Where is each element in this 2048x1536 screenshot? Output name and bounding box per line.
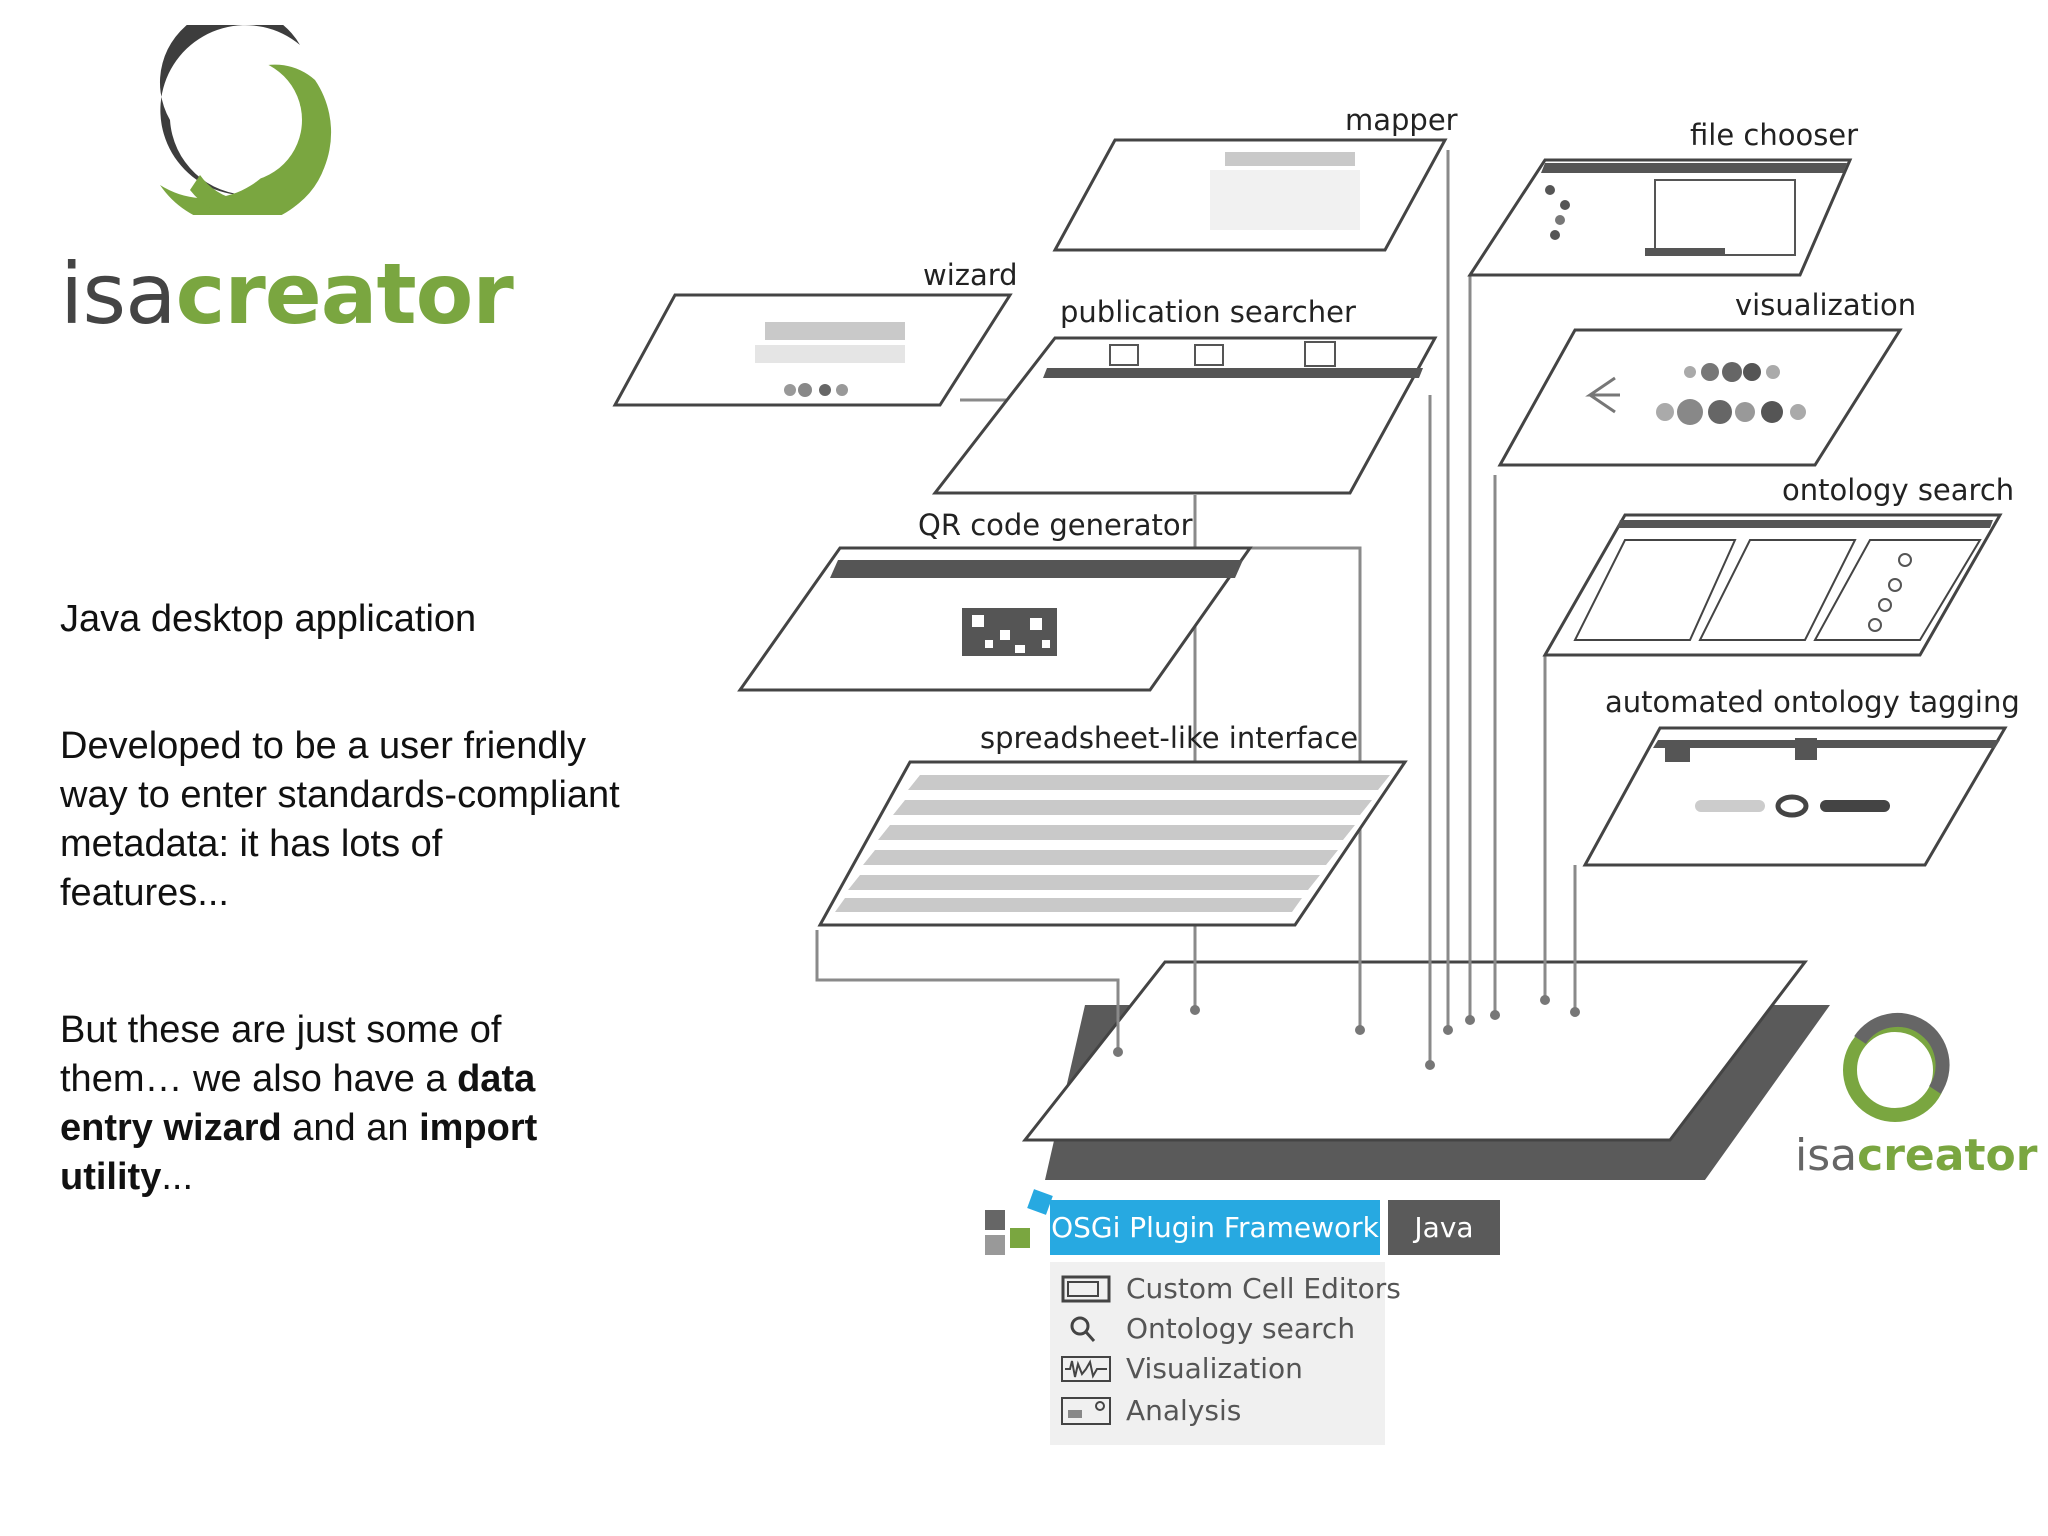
osgi-logo-icon — [985, 1189, 1053, 1255]
plugin-list: Custom Cell Editors Ontology search Visu… — [1050, 1262, 1401, 1445]
isacreator-logo-mark-small — [1843, 1012, 1950, 1122]
small-wordmark-bold: creator — [1857, 1130, 2038, 1181]
wordmark-bold: creator — [175, 245, 514, 343]
p3-part-e: ... — [161, 1156, 194, 1198]
label-visualization: visualization — [1735, 288, 1916, 322]
base-platform — [1021, 960, 1809, 1142]
p3-bold-import: import utility — [60, 1107, 538, 1198]
label-qr-code-generator: QR code generator — [918, 508, 1193, 542]
isacreator-logo-mark — [160, 25, 332, 215]
module-visualization: visualization — [1497, 288, 1916, 467]
analysis-icon — [1061, 1397, 1111, 1425]
osgi-framework-label: OSGi Plugin Framework — [1050, 1200, 1380, 1255]
description-text: Java desktop application Developed to be… — [60, 595, 620, 1280]
wordmark-plain: isa — [60, 245, 177, 343]
small-wordmark-plain: isa — [1795, 1130, 1858, 1181]
description-paragraph-1: Java desktop application — [60, 598, 477, 640]
label-automated-tagging: automated ontology tagging — [1605, 685, 2020, 719]
description-paragraph-2: Developed to be a user friendly way to e… — [60, 725, 620, 914]
plugin-label: Custom Cell Editors — [1126, 1272, 1401, 1305]
search-icon — [1070, 1316, 1096, 1342]
isacreator-wordmark-small: isacreator — [1795, 1130, 2037, 1181]
connector-lines — [815, 150, 1580, 1070]
module-mapper: mapper — [1052, 103, 1458, 252]
java-label: Java — [1388, 1200, 1500, 1255]
module-publication-searcher: publication searcher — [931, 295, 1438, 495]
plugin-item: Custom Cell Editors — [1050, 1270, 1401, 1310]
plugin-label: Visualization — [1126, 1352, 1303, 1385]
module-automated-tagging: automated ontology tagging — [1582, 685, 2020, 867]
plugin-item: Visualization — [1050, 1350, 1385, 1390]
description-paragraph-3: But these are just some of them… we also… — [60, 1006, 620, 1202]
plugin-label: Analysis — [1126, 1394, 1242, 1427]
module-ontology-search: ontology search — [1542, 473, 2014, 657]
label-wizard: wizard — [923, 258, 1018, 292]
plugin-item: Analysis — [1050, 1392, 1385, 1432]
module-wizard: wizard — [612, 258, 1018, 407]
isacreator-wordmark: isacreator — [60, 245, 514, 343]
p3-part-a: But these are just some of them… we also… — [60, 1009, 502, 1100]
p3-part-c: and an — [281, 1107, 420, 1149]
module-qr-code-generator: QR code generator — [737, 508, 1253, 692]
label-file-chooser: file chooser — [1690, 118, 1858, 152]
label-spreadsheet: spreadsheet-like interface — [980, 721, 1358, 755]
plugin-label: Ontology search — [1126, 1312, 1356, 1345]
module-file-chooser: file chooser — [1467, 118, 1858, 277]
label-mapper: mapper — [1345, 103, 1458, 137]
label-ontology-search: ontology search — [1782, 473, 2014, 507]
cell-editor-icon — [1061, 1275, 1111, 1303]
p3-bold-wizard: data entry wizard — [60, 1058, 536, 1149]
waveform-icon — [1061, 1356, 1111, 1382]
plugin-item: Ontology search — [1050, 1310, 1385, 1350]
module-spreadsheet: spreadsheet-like interface — [817, 721, 1408, 927]
label-publication-searcher: publication searcher — [1060, 295, 1356, 329]
